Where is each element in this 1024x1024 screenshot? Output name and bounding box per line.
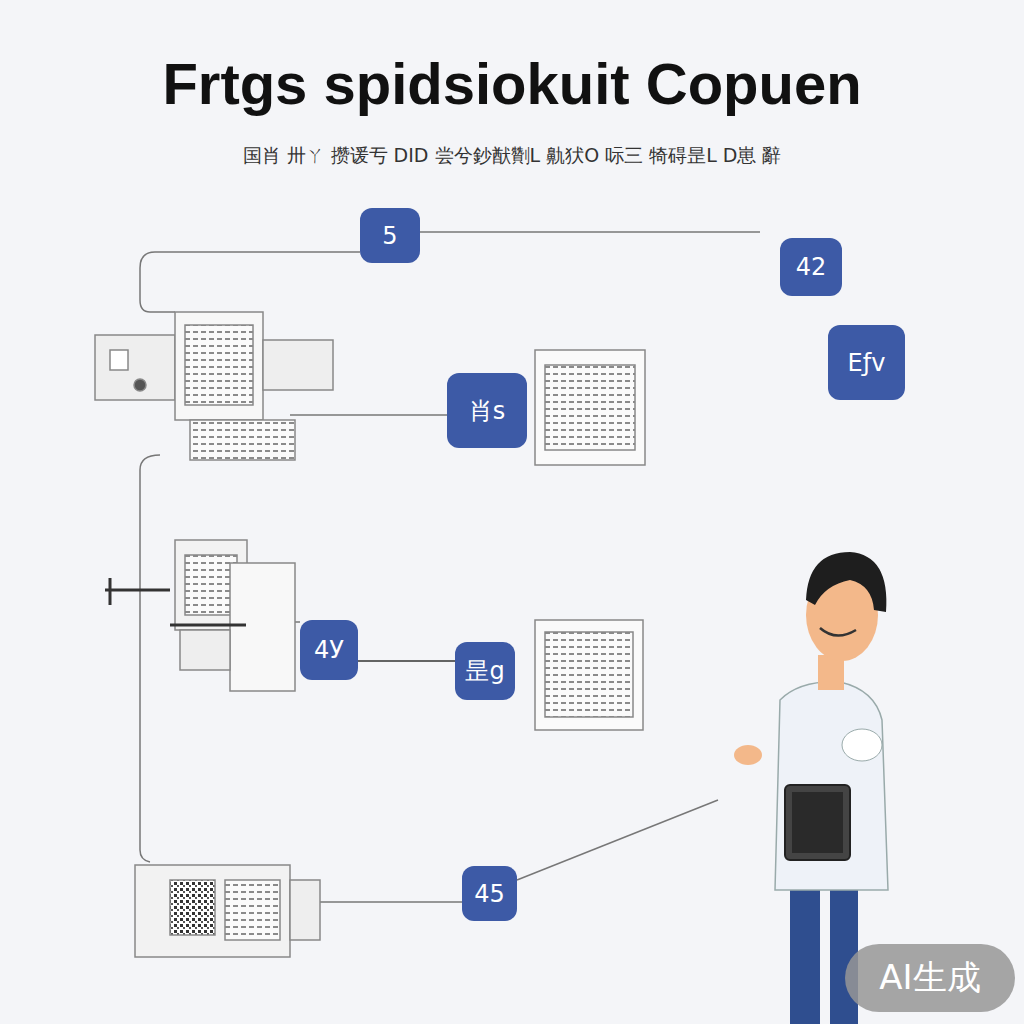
callout-badge: 45: [462, 866, 517, 921]
callout-badge: 5: [360, 208, 420, 263]
callout-badge: 4У: [300, 620, 358, 680]
machine-drawings: [95, 312, 645, 957]
diagram-title: Frtgs spidsiokuit Copuen: [0, 50, 1024, 117]
badge-text: 肖s: [469, 395, 506, 427]
diagram-caption: 国肖 卅ㄚ 攒谖亐 DID 尝兮鈔猷劗L 鼽犾O 呩三 犄碍昰L D崽 辭: [0, 143, 1024, 169]
callout-badge: 肖s: [447, 373, 527, 448]
badge-text: 45: [474, 880, 505, 908]
watermark-pill: AI生成: [845, 944, 1015, 1012]
badge-text: 昰g: [465, 655, 504, 687]
callout-badge: 42: [780, 238, 842, 296]
badge-text: 5: [382, 222, 397, 250]
badge-text: 4У: [314, 636, 344, 664]
connector-line: [358, 660, 455, 662]
watermark-text: AI生成: [879, 955, 980, 1001]
badge-text: 42: [796, 253, 827, 281]
wire-lines: [140, 232, 760, 902]
callout-badge: Eƒv: [828, 325, 905, 400]
badge-text: Eƒv: [848, 349, 886, 377]
callout-badge: 昰g: [455, 642, 515, 700]
